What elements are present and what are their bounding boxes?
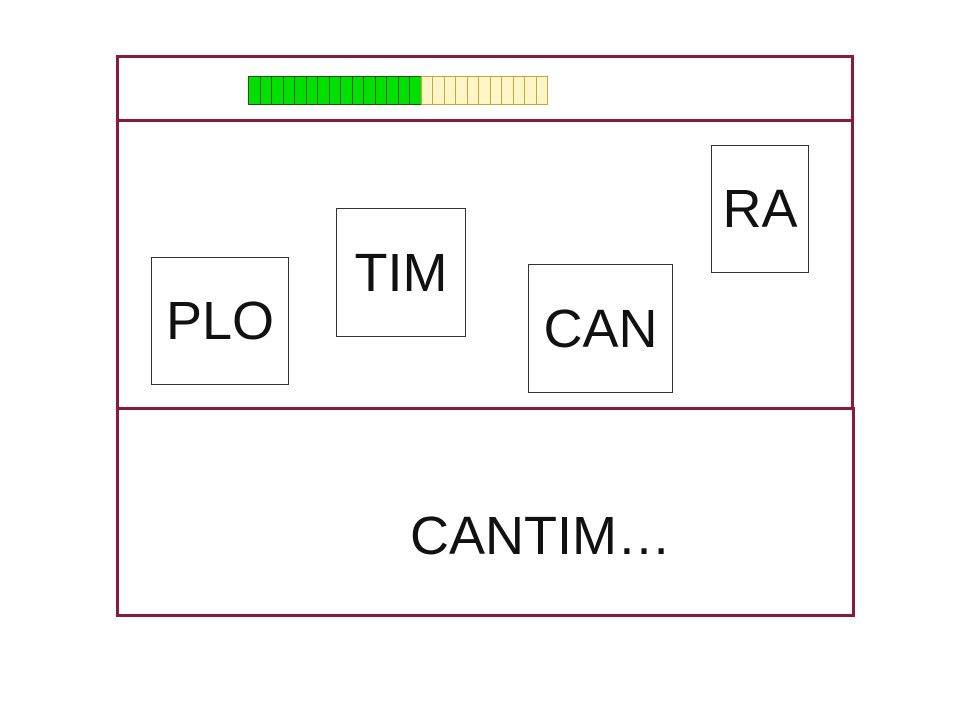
syllable-tile-plo[interactable]: PLO [151, 257, 289, 385]
answer-panel [116, 407, 855, 617]
syllable-tile-ra[interactable]: RA [711, 145, 809, 273]
progress-bar [248, 76, 548, 105]
progress-segment-empty [535, 76, 548, 105]
syllable-tile-tim[interactable]: TIM [336, 208, 466, 337]
answer-word: CANTIM… [410, 506, 671, 566]
syllable-tile-can[interactable]: CAN [528, 264, 673, 393]
